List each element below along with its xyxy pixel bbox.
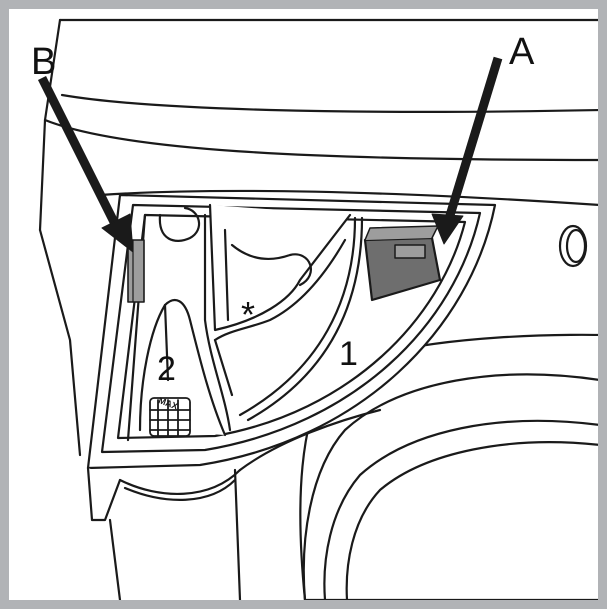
callout-label-a: A (509, 31, 535, 73)
machine-lower-body-2 (233, 468, 242, 600)
door-inner-ring (323, 419, 598, 600)
insert-a (363, 225, 442, 302)
arrow-a (431, 56, 503, 245)
power-button-inner (565, 228, 587, 264)
drawer-handle-lip (118, 468, 242, 495)
drawer-rear-interior (223, 228, 312, 322)
softener-compartment-wall (213, 238, 347, 342)
compartment-2-cap (158, 206, 201, 242)
detergent-drawer-illustration (37, 18, 598, 600)
drawer-rear-wall (208, 203, 352, 332)
compartment-1-divider (238, 216, 357, 417)
softener-compartment-wall-2 (213, 338, 234, 397)
machine-left-side (38, 228, 82, 457)
drawer-handle-bottom (86, 466, 122, 522)
prewash-compartment-label: 2 (157, 350, 176, 388)
softener-compartment-label: * (241, 294, 256, 335)
arrow-b (37, 75, 134, 253)
machine-lid-line (60, 93, 598, 113)
drawer-rim-inner (116, 213, 467, 440)
main-wash-compartment-label: 1 (339, 335, 358, 373)
compartment-2-funnel-inner (163, 303, 170, 382)
door-outer-ring-line (302, 373, 598, 600)
machine-top-lower-edge (43, 118, 598, 162)
door-inner-ring-2 (345, 441, 598, 600)
siphon-max-plug (149, 397, 191, 437)
compartment-1-divider-2 (246, 216, 364, 422)
callout-label-b: B (31, 41, 57, 83)
drawer-inner-frame (100, 203, 482, 454)
compartment-2-divider-right (203, 213, 232, 432)
machine-lower-body (108, 518, 122, 600)
drawer-handle-lip-2 (123, 478, 237, 501)
control-panel-edge (98, 189, 598, 206)
